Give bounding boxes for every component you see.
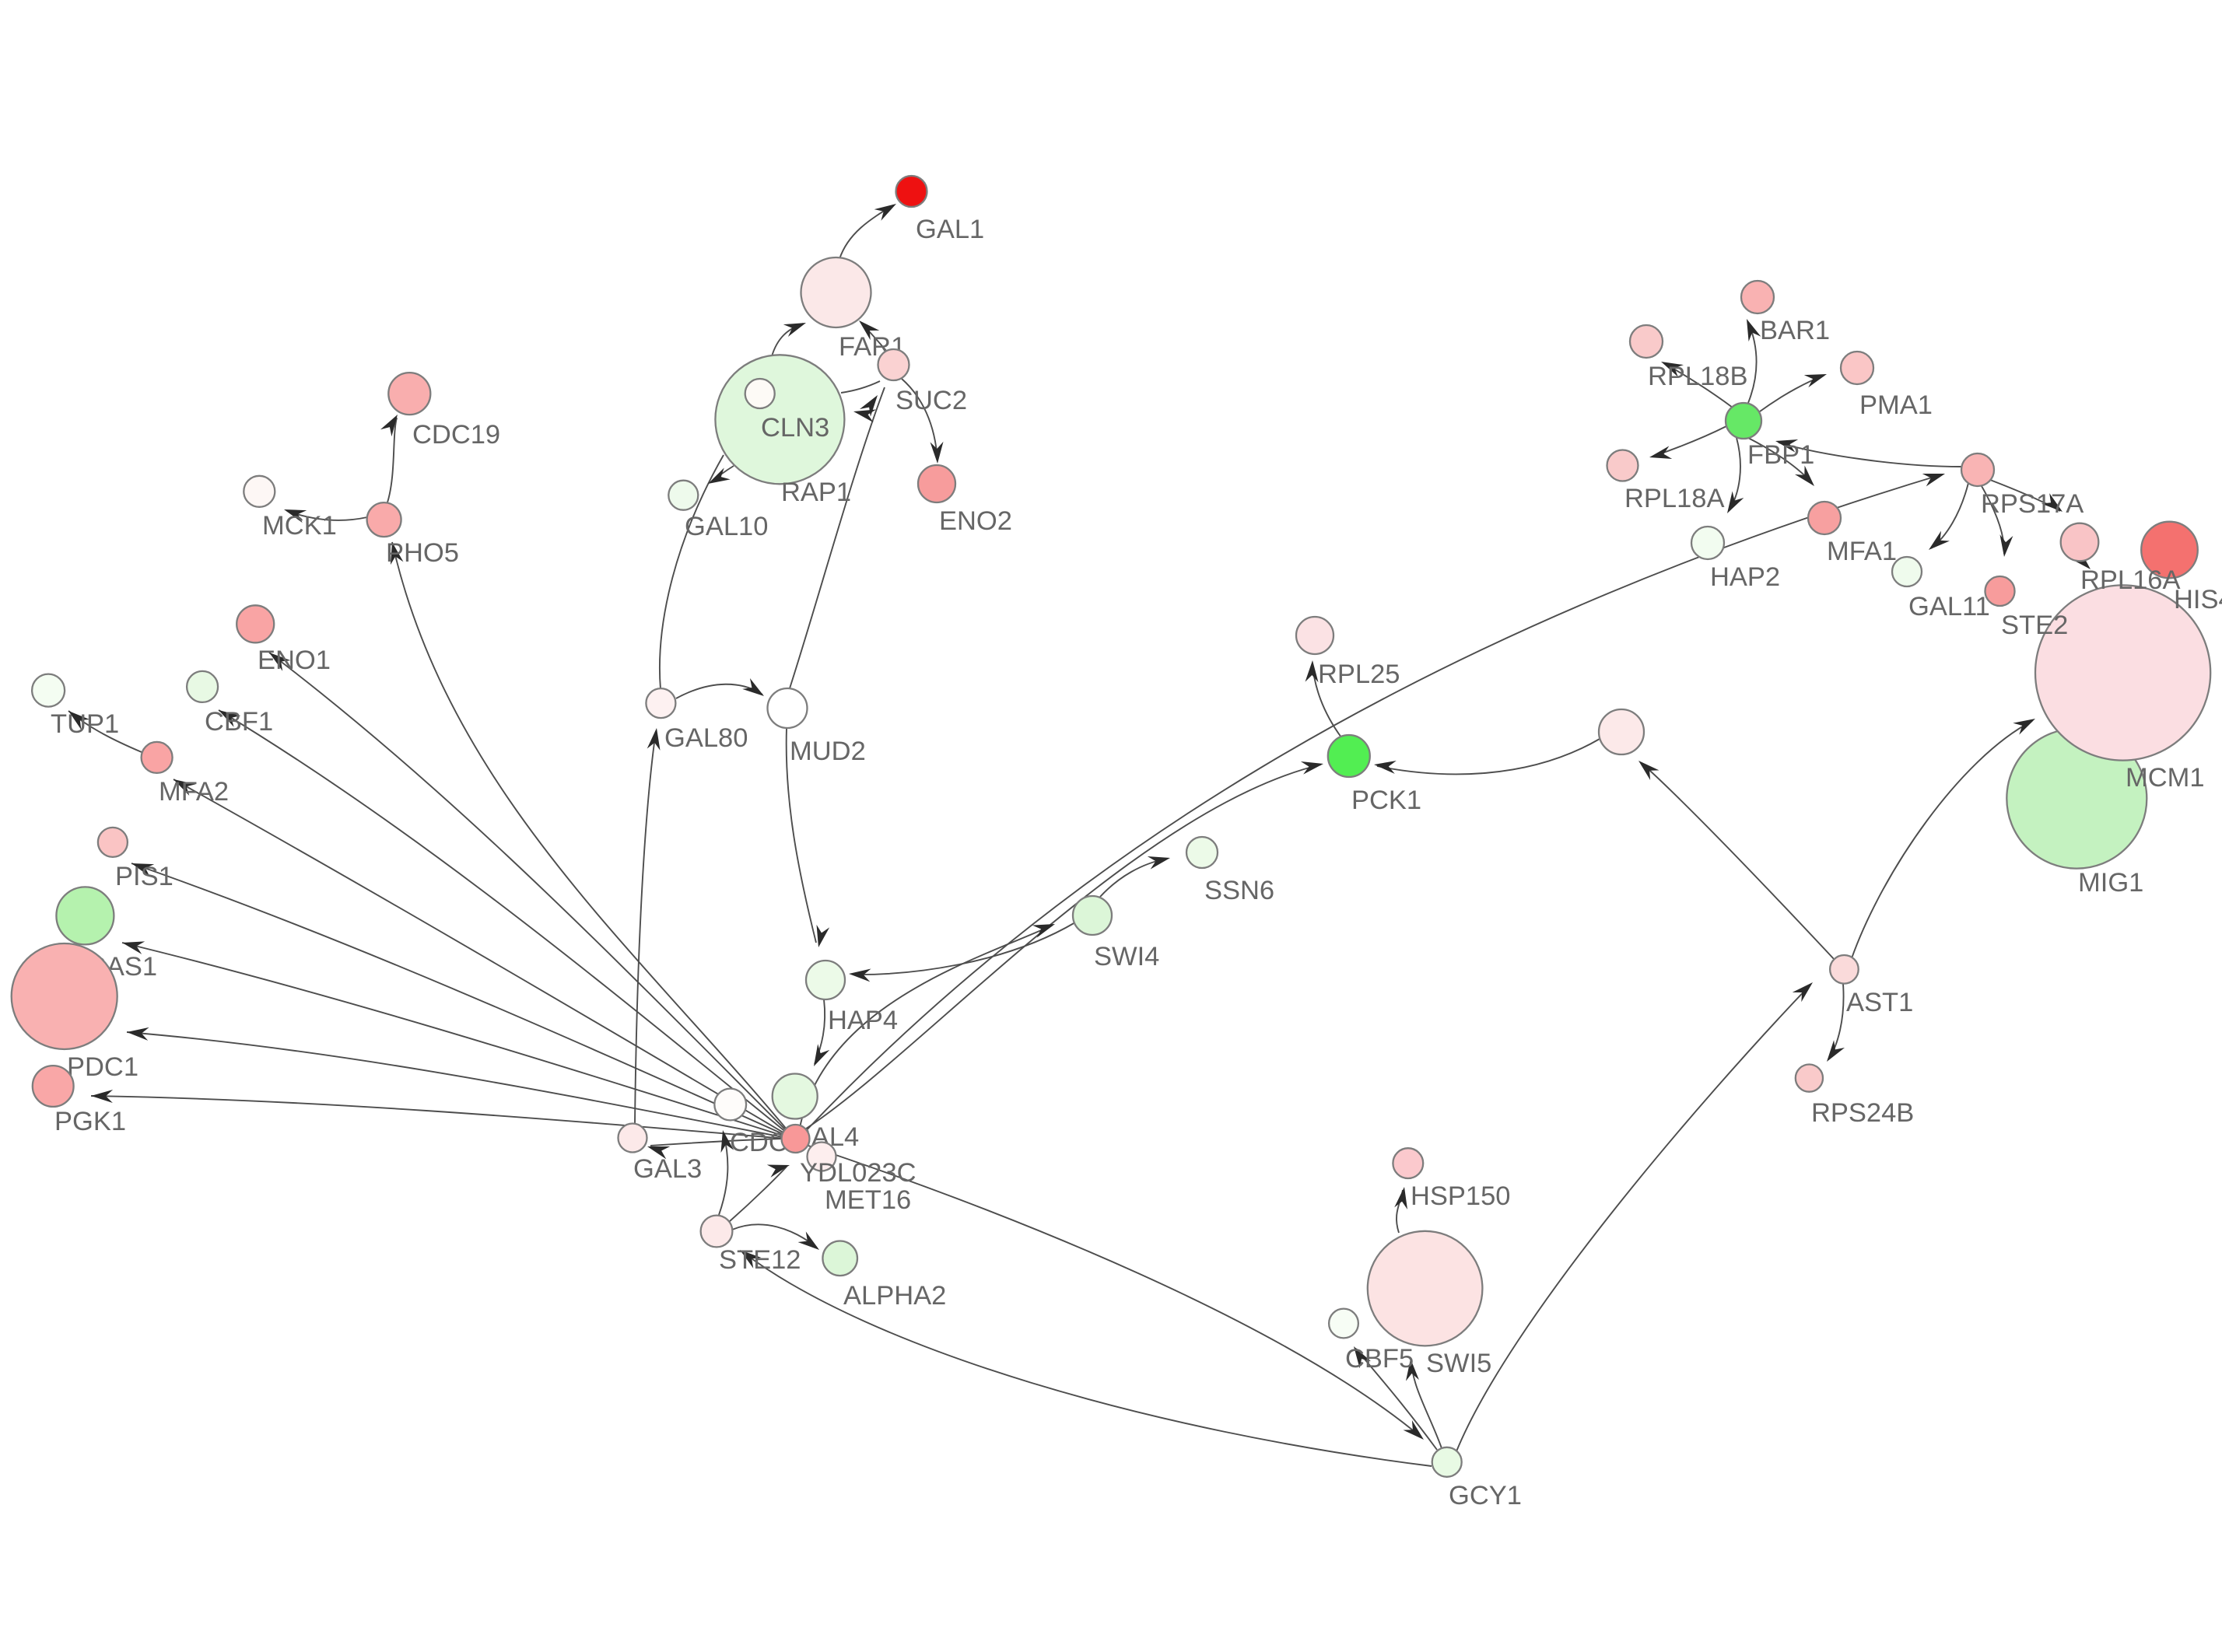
svg-text:CBF1: CBF1: [205, 707, 273, 737]
svg-text:MIG1: MIG1: [2078, 868, 2143, 898]
svg-text:GAL3: GAL3: [633, 1154, 702, 1184]
svg-text:MUD2: MUD2: [790, 737, 866, 766]
svg-text:SSN6: SSN6: [1204, 876, 1274, 905]
svg-text:STE12: STE12: [719, 1245, 801, 1275]
svg-text:GAL80: GAL80: [664, 723, 748, 753]
svg-text:CLN3: CLN3: [761, 413, 829, 443]
svg-text:RAP1: RAP1: [781, 478, 851, 507]
svg-text:MCM1: MCM1: [2126, 763, 2205, 793]
svg-text:PIS1: PIS1: [115, 862, 173, 891]
svg-text:FBP1: FBP1: [1747, 440, 1814, 470]
svg-text:GAL11: GAL11: [1908, 592, 1990, 621]
svg-text:RPL18A: RPL18A: [1624, 484, 1725, 513]
svg-text:PHO5: PHO5: [386, 538, 459, 568]
svg-text:ALPHA2: ALPHA2: [843, 1281, 946, 1311]
svg-text:RPL16A: RPL16A: [2080, 565, 2181, 595]
svg-text:PMA1: PMA1: [1859, 390, 1933, 420]
svg-text:PGK1: PGK1: [54, 1107, 126, 1136]
svg-text:ENO1: ENO1: [258, 646, 331, 675]
svg-text:STE2: STE2: [2001, 611, 2068, 640]
svg-text:CDC19: CDC19: [412, 420, 500, 450]
svg-text:GAL10: GAL10: [685, 512, 768, 541]
svg-text:MFA2: MFA2: [159, 777, 229, 807]
svg-text:YDL023C: YDL023C: [800, 1158, 916, 1188]
svg-text:HIS4: HIS4: [2174, 585, 2222, 614]
svg-text:PDC1: PDC1: [67, 1052, 138, 1082]
svg-text:MET16: MET16: [825, 1185, 911, 1215]
svg-text:SWI5: SWI5: [1426, 1349, 1491, 1378]
svg-text:HAP4: HAP4: [828, 1006, 898, 1035]
svg-text:RPL25: RPL25: [1318, 660, 1400, 689]
svg-text:CBF5: CBF5: [1345, 1344, 1414, 1374]
svg-text:ENO2: ENO2: [939, 506, 1012, 536]
svg-text:TUP1: TUP1: [51, 709, 119, 739]
svg-text:HSP150: HSP150: [1411, 1181, 1511, 1211]
svg-text:MFA1: MFA1: [1827, 537, 1897, 566]
svg-text:SUC2: SUC2: [895, 386, 967, 415]
svg-text:PCK1: PCK1: [1351, 786, 1421, 815]
svg-text:AST1: AST1: [1846, 988, 1913, 1017]
svg-text:GAL1: GAL1: [916, 215, 984, 244]
svg-text:SWI4: SWI4: [1094, 942, 1159, 971]
svg-text:HAP2: HAP2: [1710, 562, 1780, 592]
svg-text:RPS17A: RPS17A: [1981, 489, 2084, 519]
svg-text:RPS24B: RPS24B: [1811, 1098, 1914, 1128]
svg-text:GCY1: GCY1: [1449, 1481, 1522, 1510]
svg-text:RPL18B: RPL18B: [1648, 362, 1748, 391]
svg-text:MCK1: MCK1: [262, 511, 337, 541]
svg-text:BAR1: BAR1: [1760, 316, 1830, 345]
